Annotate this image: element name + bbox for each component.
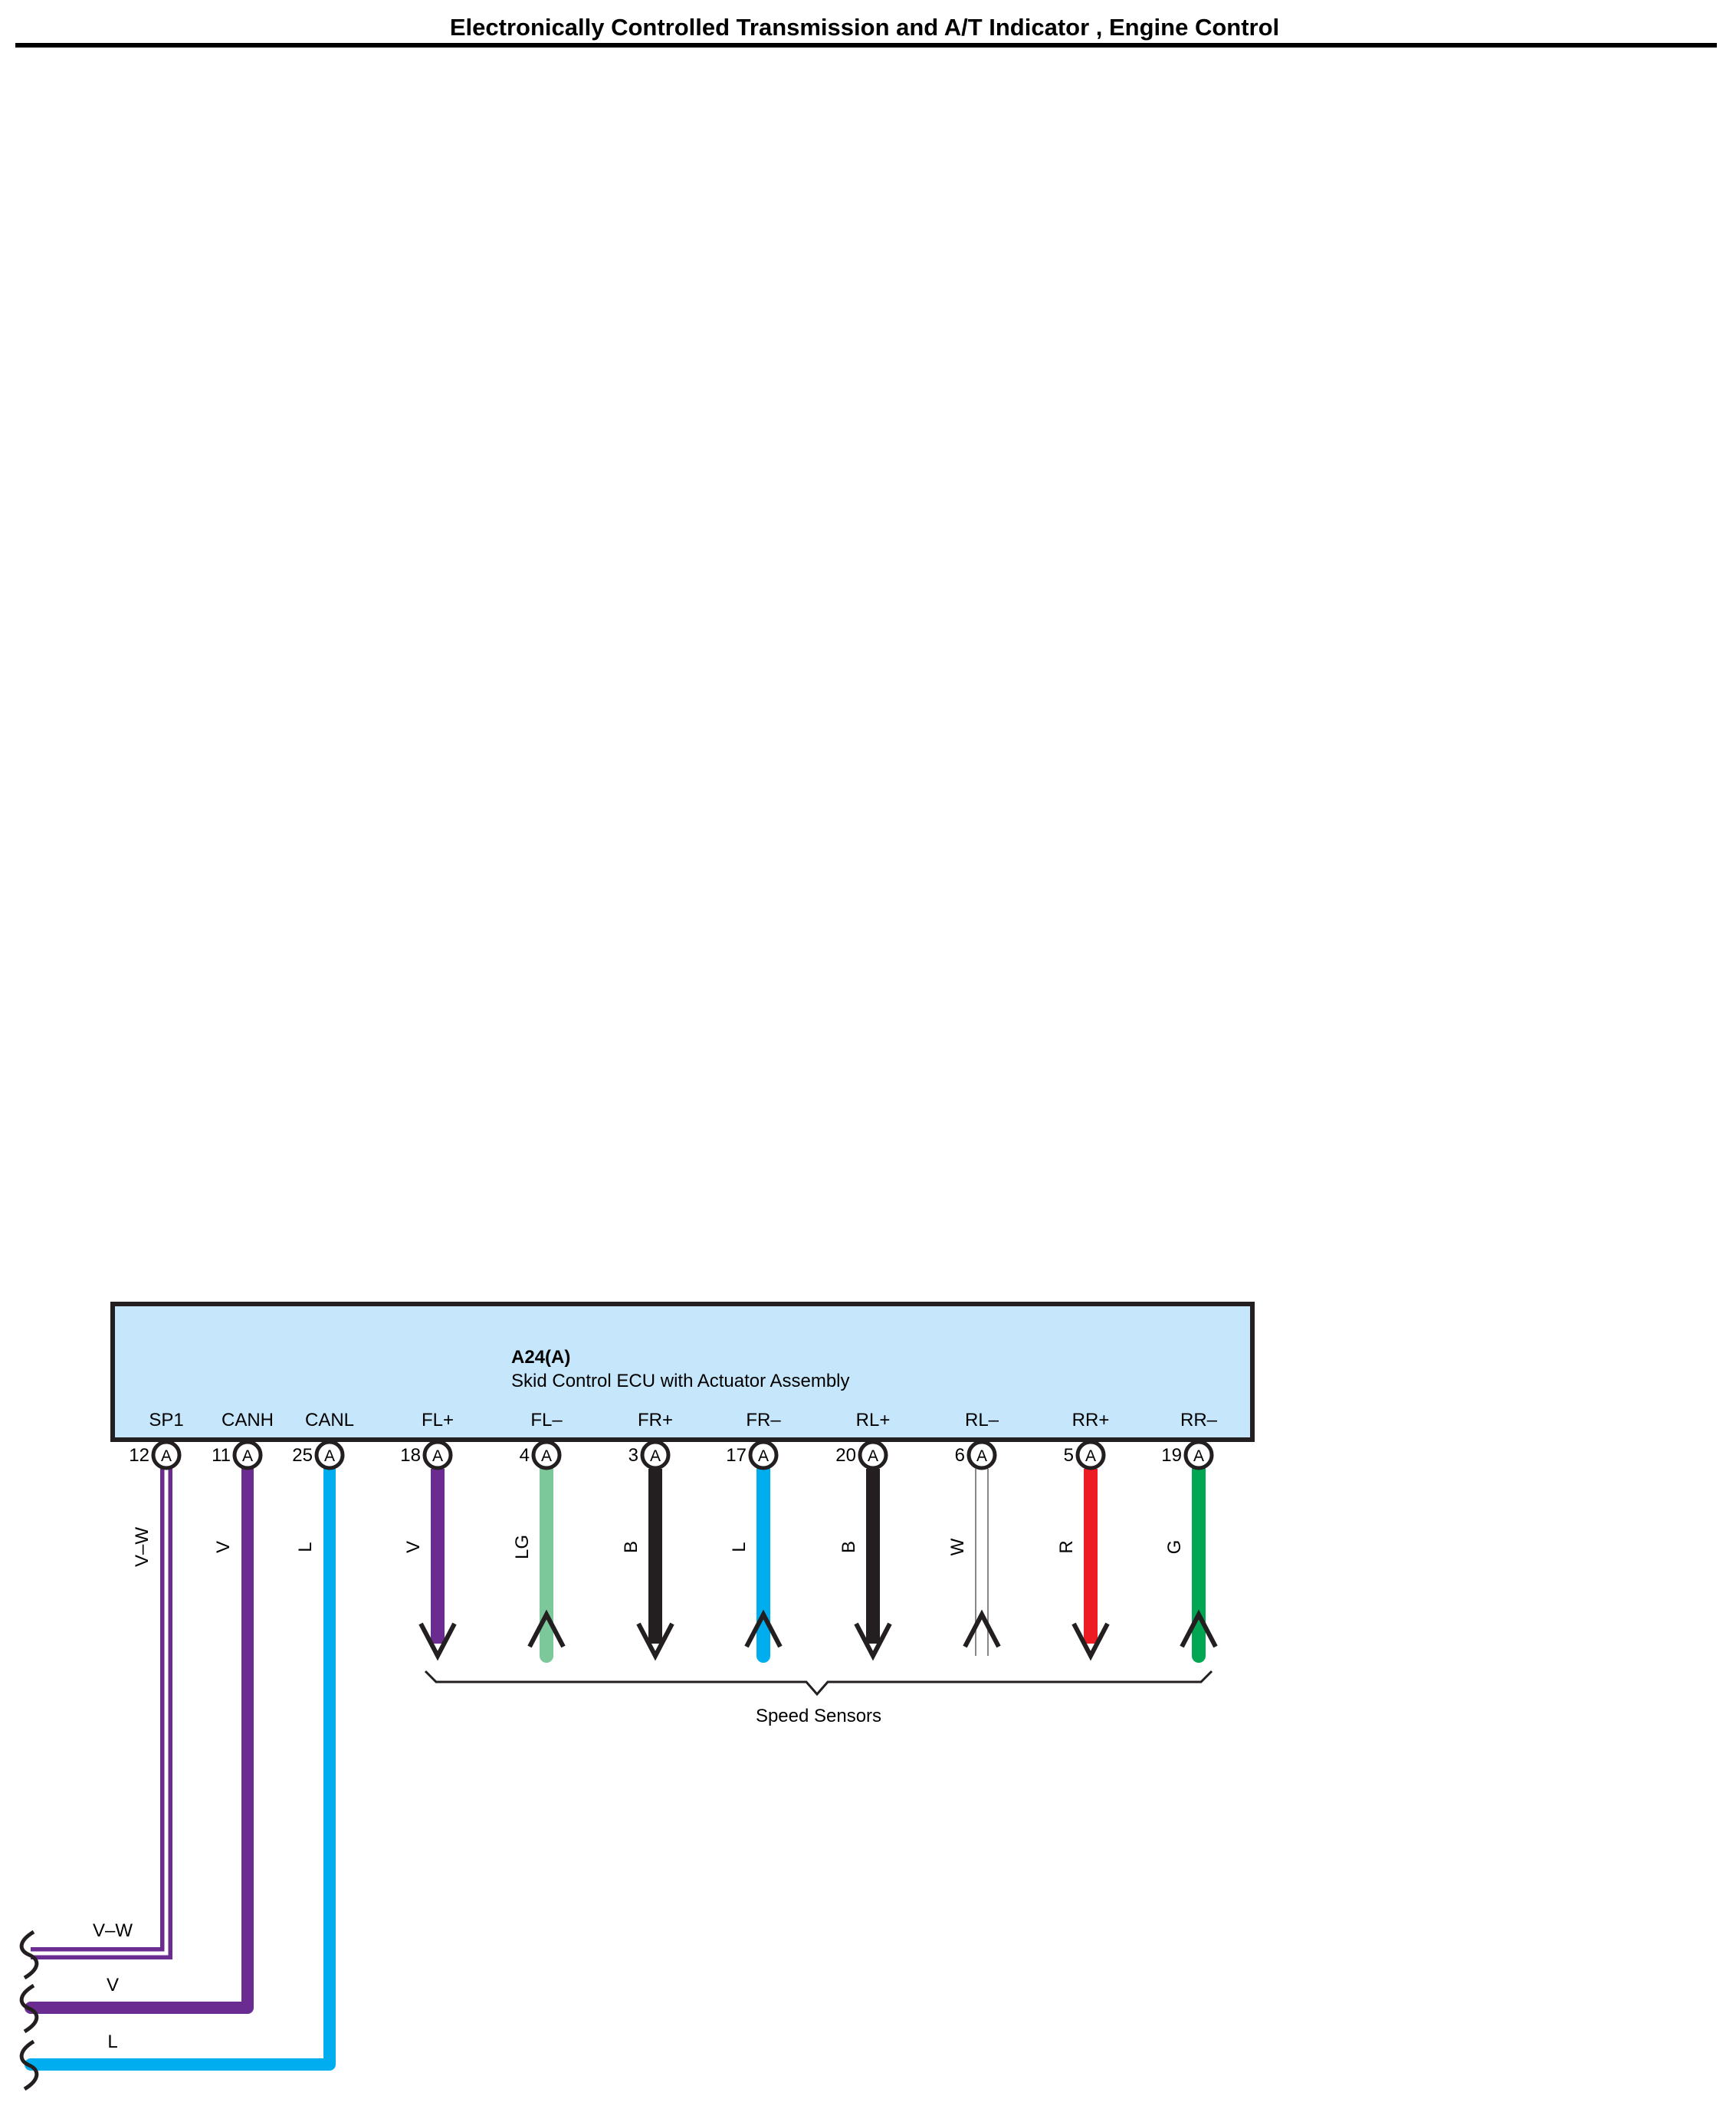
speed-sensors-brace	[424, 1670, 1213, 1696]
arrow-up-icon	[527, 1609, 566, 1648]
terminal-circle	[422, 1440, 453, 1470]
off-page-connections: V–W V L	[19, 1920, 133, 2091]
off-page-lead-label: L	[107, 2032, 117, 2052]
break-mark-icon	[19, 2039, 39, 2091]
terminal-circle	[640, 1440, 671, 1470]
connector-letter: A	[1193, 1447, 1204, 1465]
arrow-up-icon	[963, 1609, 1001, 1648]
connector-letter: A	[976, 1447, 987, 1465]
wire-canl	[25, 1463, 336, 2071]
wire-color-label: B	[838, 1541, 859, 1553]
arrow-up-icon	[744, 1609, 783, 1648]
signal-label-fl-plus: FL+	[422, 1410, 454, 1430]
signal-label-sp1: SP1	[149, 1410, 183, 1430]
connector-letter: A	[161, 1447, 172, 1465]
connector-letter: A	[541, 1447, 552, 1465]
terminal-circle	[151, 1440, 182, 1470]
ecu-name: Skid Control ECU with Actuator Assembly	[511, 1371, 850, 1391]
terminal-circle	[1183, 1440, 1214, 1470]
wire-color-label: B	[621, 1541, 642, 1553]
terminal-circle	[531, 1440, 562, 1470]
terminal-circle	[748, 1440, 779, 1470]
wire-color-label: L	[295, 1542, 316, 1552]
arrow-down-icon	[854, 1622, 892, 1661]
pin-number: 18	[400, 1445, 421, 1466]
pin-number: 4	[520, 1445, 530, 1466]
off-page-lead-label: V–W	[93, 1920, 133, 1941]
signal-label-rr-plus: RR+	[1072, 1410, 1110, 1430]
pin-number: 6	[955, 1445, 965, 1466]
arrow-down-icon	[418, 1622, 457, 1661]
wire-color-label: V	[403, 1541, 424, 1553]
signal-label-fr-plus: FR+	[638, 1410, 673, 1430]
ecu-id: A24(A)	[511, 1347, 570, 1368]
connector-letter: A	[758, 1447, 769, 1465]
signal-label-canh: CANH	[222, 1410, 274, 1430]
off-page-lead-label: V	[107, 1975, 119, 1995]
connector-letter: A	[650, 1447, 661, 1465]
wire-color-label: W	[947, 1538, 968, 1555]
wire-color-label: V	[213, 1541, 234, 1553]
terminal-circle	[232, 1440, 263, 1470]
connector-letter: A	[1085, 1447, 1096, 1465]
terminal-circle	[1075, 1440, 1106, 1470]
pin-number: 19	[1161, 1445, 1182, 1466]
pin-number: 20	[835, 1445, 856, 1466]
terminal-circle	[314, 1440, 345, 1470]
lead-wires	[25, 1463, 336, 2071]
pin-number: 5	[1064, 1445, 1074, 1466]
wire-color-label: G	[1164, 1540, 1185, 1555]
pin-number: 11	[212, 1445, 231, 1466]
signal-label-canl: CANL	[305, 1410, 354, 1430]
pin-number: 12	[129, 1445, 149, 1466]
wire-color-label: V–W	[132, 1527, 153, 1567]
speed-sensor-wires	[418, 1462, 1218, 1663]
connector-letter: A	[242, 1447, 253, 1465]
terminal-circle	[858, 1440, 888, 1470]
break-mark-icon	[19, 1983, 39, 2034]
signal-label-rl-minus: RL–	[965, 1410, 999, 1430]
wire-color-label: R	[1056, 1540, 1077, 1553]
break-mark-icon	[19, 1930, 39, 1980]
page-title: Electronically Controlled Transmission a…	[450, 14, 1279, 41]
arrow-up-icon	[1180, 1609, 1218, 1648]
wire-color-label: L	[729, 1542, 750, 1552]
terminal-circle	[966, 1440, 997, 1470]
wire-canh	[25, 1463, 254, 2014]
signal-label-fr-minus: FR–	[746, 1410, 781, 1430]
pin-number: 3	[628, 1445, 638, 1466]
arrow-down-icon	[636, 1622, 674, 1661]
connector-letter: A	[324, 1447, 335, 1465]
ecu-box	[110, 1302, 1255, 1442]
signal-label-rl-plus: RL+	[856, 1410, 891, 1430]
connector-letter: A	[868, 1447, 878, 1465]
connector-letter: A	[432, 1447, 443, 1465]
wire-color-label: LG	[512, 1535, 533, 1559]
header-rule	[15, 43, 1717, 48]
pin-number: 25	[292, 1445, 313, 1466]
speed-sensors-label: Speed Sensors	[756, 1706, 881, 1726]
signal-label-fl-minus: FL–	[530, 1410, 563, 1430]
signal-label-rr-minus: RR–	[1180, 1410, 1218, 1430]
arrow-down-icon	[1071, 1622, 1110, 1661]
wire-stripe-sp1	[31, 1469, 169, 1956]
pin-number: 17	[726, 1445, 747, 1466]
